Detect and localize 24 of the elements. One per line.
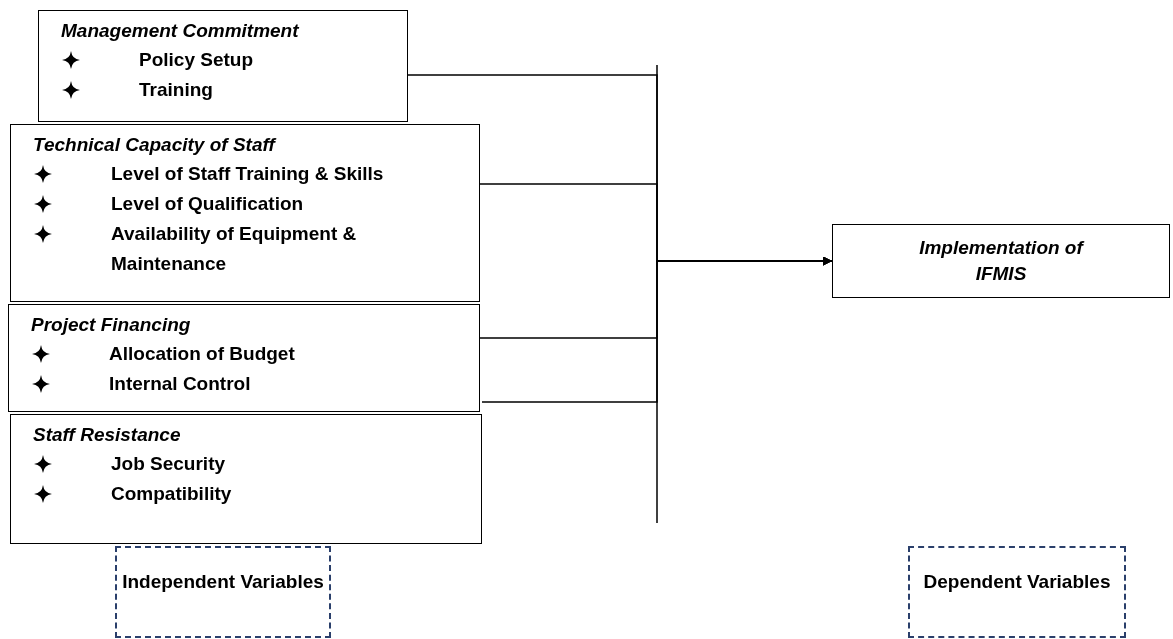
variable-box [38,10,408,122]
node-label: Implementation of IFMIS [918,236,1086,286]
list-item: Job Security [111,452,226,476]
dependent-box [832,224,1170,298]
variable-type-box [908,546,1126,638]
list-item: Availability of Equipment & Maintenance [111,222,358,276]
group-heading: Staff Resistance [33,423,182,447]
variable-box [8,304,480,412]
node-label: Independent Variables [122,570,324,594]
variable-box [10,124,480,302]
variable-box [10,414,482,544]
list-item: Allocation of Budget [109,342,295,366]
list-item: Level of Qualification [111,192,304,216]
list-item: Compatibility [111,482,232,506]
connector-arrow [481,256,833,403]
group-heading: Management Commitment [61,19,300,43]
node-label: Dependent Variables [923,570,1111,594]
variable-type-box [115,546,331,638]
list-item: Policy Setup [139,48,254,72]
list-item: Internal Control [109,372,251,396]
group-heading: Technical Capacity of Staff [33,133,278,157]
list-item: Training [139,78,213,102]
list-item: Level of Staff Training & Skills [111,162,384,186]
group-heading: Project Financing [31,313,192,337]
